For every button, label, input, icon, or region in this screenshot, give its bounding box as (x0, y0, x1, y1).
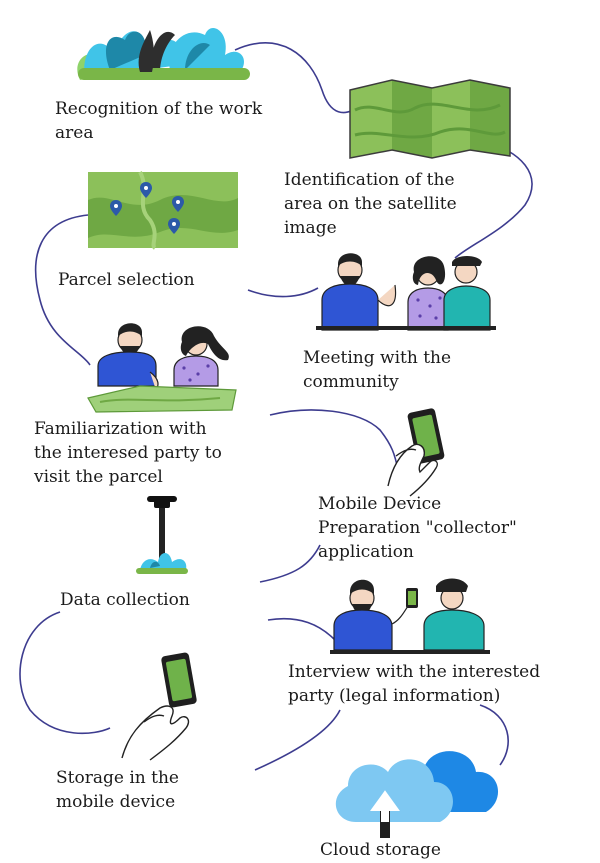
label-line: Storage in the (56, 768, 179, 788)
step-label-familiarization: Familiarization with the interesed party… (34, 417, 222, 489)
plant-ground (78, 68, 250, 80)
connector-5 (269, 409, 399, 471)
connector-9 (254, 709, 341, 771)
step-label-recognition: Recognition of the work area (55, 97, 262, 145)
label-line: Interview with the interested (288, 662, 541, 682)
label-line: application (318, 542, 414, 562)
label-line: mobile device (56, 792, 176, 812)
label-line: Data collection (60, 590, 190, 610)
label-line: Preparation "collector" (318, 518, 517, 538)
map-pins-icon (88, 171, 238, 250)
label-line: community (303, 372, 399, 392)
step-label-parcel-selection: Parcel selection (58, 268, 195, 292)
step-label-cloud-storage: Cloud storage (320, 838, 441, 862)
connector-2 (454, 139, 533, 259)
label-line: Parcel selection (58, 270, 195, 290)
label-line: visit the parcel (34, 467, 163, 487)
connector-6 (259, 544, 321, 583)
step-label-interview: Interview with the interested party (leg… (288, 660, 540, 708)
satellite-map-icon (349, 79, 511, 159)
connector-7 (267, 617, 336, 641)
label-line: Cloud storage (320, 840, 441, 860)
step-label-identification: Identification of the area on the satell… (284, 168, 457, 240)
label-line: Meeting with the (303, 348, 452, 368)
connector-1 (234, 42, 361, 114)
label-line: area on the satellite (284, 194, 457, 214)
label-line: Identification of the (284, 170, 455, 190)
label-line: area (55, 123, 94, 143)
interview-icon (330, 578, 490, 654)
connector-10 (479, 704, 509, 766)
plant-icon (77, 27, 250, 80)
cloud-upload-icon (335, 751, 499, 838)
connector-3 (34, 214, 91, 366)
parcel-meeting-icon (87, 323, 237, 413)
step-label-meeting: Meeting with the community (303, 346, 451, 394)
label-line: party (legal information) (288, 686, 501, 706)
community-meeting-icon (316, 253, 496, 331)
gps-pole-icon (136, 496, 188, 574)
step-label-storage-mobile: Storage in the mobile device (56, 766, 179, 814)
phone-hand-icon (387, 408, 445, 497)
connector-8 (19, 611, 111, 735)
label-line: Mobile Device (318, 494, 442, 514)
label-line: Familiarization with (34, 419, 207, 439)
connector-4 (247, 287, 319, 298)
label-line: Recognition of the work (55, 99, 263, 119)
label-line: image (284, 218, 337, 238)
step-label-data-collection: Data collection (60, 588, 190, 612)
phone-hand-icon (121, 652, 197, 761)
label-line: the interesed party to (34, 443, 222, 463)
step-label-mobile-prep: Mobile Device Preparation "collector" ap… (318, 492, 517, 564)
